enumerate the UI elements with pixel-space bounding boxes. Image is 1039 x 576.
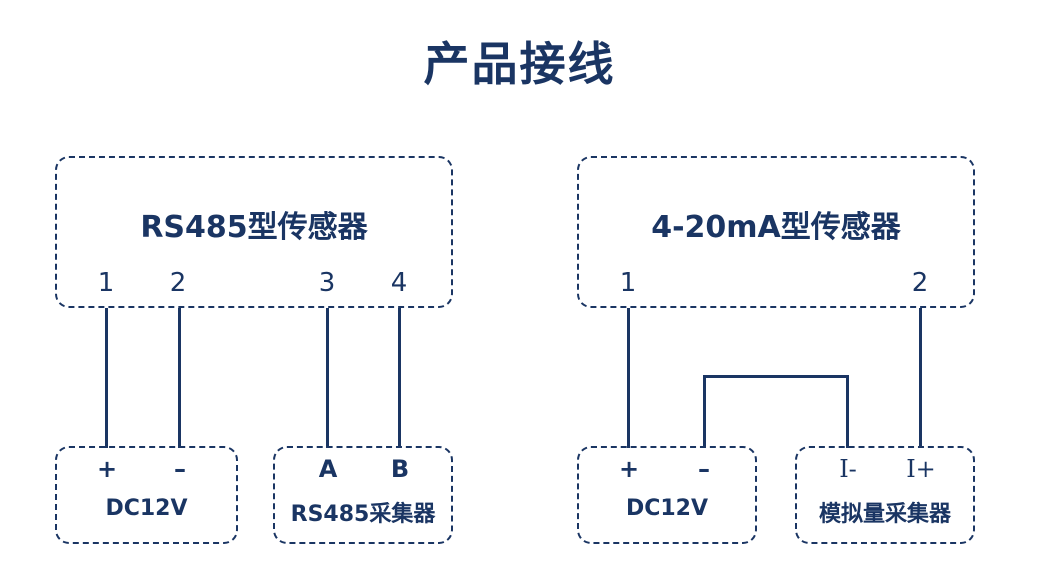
wire-pin1-plus	[105, 308, 108, 448]
right-power-box: DC12V	[577, 446, 757, 544]
analog-terminal-iminus: I-	[839, 455, 857, 483]
wire-bridge-top	[703, 375, 849, 378]
wire-analog-pin2-iplus	[919, 308, 922, 448]
rs485-terminal-b: B	[390, 455, 410, 483]
analog-sensor-label: 4-20mA型传感器	[651, 210, 901, 245]
analog-sensor-box: 4-20mA型传感器	[577, 156, 975, 308]
right-power-label: DC12V	[625, 496, 709, 521]
rs485-pin-1: 1	[97, 268, 115, 298]
analog-terminal-iplus: I+	[906, 455, 936, 483]
wire-pin4-b	[398, 308, 401, 448]
wire-bridge-minus	[703, 375, 706, 448]
left-power-label: DC12V	[105, 496, 188, 521]
wire-pin2-minus	[178, 308, 181, 448]
right-power-minus: –	[698, 455, 710, 483]
rs485-collector-box: RS485采集器	[273, 446, 453, 544]
rs485-pin-2: 2	[169, 268, 187, 298]
wire-bridge-iminus	[846, 375, 849, 448]
rs485-pin-3: 3	[318, 268, 336, 298]
analog-collector-label: 模拟量采集器	[818, 502, 951, 527]
analog-pin-1: 1	[619, 268, 637, 298]
rs485-terminal-a: A	[318, 455, 338, 483]
rs485-sensor-label: RS485型传感器	[140, 210, 368, 245]
left-power-plus: +	[96, 455, 118, 483]
left-power-minus: –	[174, 455, 186, 483]
right-power-plus: +	[618, 455, 640, 483]
analog-pin-2: 2	[911, 268, 929, 298]
page-title: 产品接线	[423, 37, 616, 91]
analog-collector-box: 模拟量采集器	[795, 446, 975, 544]
wire-analog-pin1-plus	[627, 308, 630, 448]
rs485-pin-4: 4	[390, 268, 408, 298]
rs485-collector-label: RS485采集器	[290, 502, 436, 527]
left-power-box: DC12V	[55, 446, 238, 544]
wire-pin3-a	[326, 308, 329, 448]
rs485-sensor-box: RS485型传感器	[55, 156, 453, 308]
